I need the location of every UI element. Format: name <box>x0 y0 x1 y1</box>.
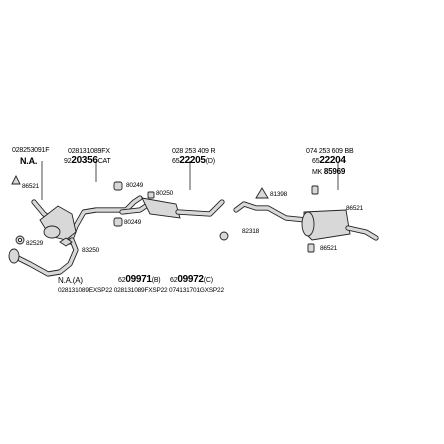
rubber-86521-upper: 86521 <box>346 205 364 212</box>
catalyst-prefix: 92 <box>64 158 72 165</box>
part-code-middle: 028 253 409 R <box>172 148 216 155</box>
middle-silencer <box>119 197 225 219</box>
kit-c-prefix: 62 <box>170 277 178 284</box>
mk-part-number: MK 85969 <box>312 168 345 177</box>
hardware-parts <box>11 174 319 253</box>
kit-codes-line: 028131089EXSP22 028131089FXSP22 07413170… <box>58 287 224 294</box>
clamp-86521-left: 86521 <box>22 183 40 190</box>
rear-part-number: 6522204 <box>312 155 346 166</box>
part-code-front-pipe: 028253091F <box>12 147 50 154</box>
rear-silencer <box>233 201 379 241</box>
rubber-81398: 81398 <box>270 191 288 198</box>
rubber-80249-bottom: 80249 <box>124 219 142 226</box>
not-available-label: N.A. <box>20 156 38 166</box>
kit-b-part-number: 6209971(B) <box>118 274 161 285</box>
rear-prefix: 65 <box>312 158 320 165</box>
kit-b-suffix: (B) <box>151 277 161 284</box>
clamp-82529: 82529 <box>26 240 44 247</box>
rubber-80249-top: 80249 <box>126 182 144 189</box>
catalyst-main-number: 20356 <box>71 155 98 166</box>
catalyst-suffix: CAT <box>97 158 111 165</box>
kit-c-suffix: (C) <box>203 277 213 284</box>
rubber-80250: 80250 <box>156 190 174 197</box>
middle-suffix: (D) <box>205 158 215 165</box>
gasket-82318: 82318 <box>242 228 260 235</box>
rear-main-number: 22204 <box>319 155 346 166</box>
catalyst-part-number: 9220356CAT <box>64 155 111 166</box>
rubber-86521-lower: 86521 <box>320 245 338 252</box>
part-code-rear: 074 253 609 BB <box>306 148 354 155</box>
middle-main-number: 22205 <box>179 155 206 166</box>
clamp-83250: 83250 <box>82 247 100 254</box>
middle-prefix: 65 <box>172 158 180 165</box>
front-pipe-with-catalyst <box>8 195 143 277</box>
middle-part-number: 6522205(D) <box>172 155 215 166</box>
kit-b-main-number: 09971 <box>125 274 152 285</box>
part-code-catalyst: 028131089FX <box>68 148 110 155</box>
kit-c-main-number: 09972 <box>177 274 204 285</box>
mk-value: 85969 <box>323 167 346 176</box>
not-available-a-label: N.A.(A) <box>58 276 83 285</box>
mk-label: MK <box>312 169 323 176</box>
kit-b-prefix: 62 <box>118 277 126 284</box>
kit-c-part-number: 6209972(C) <box>170 274 213 285</box>
